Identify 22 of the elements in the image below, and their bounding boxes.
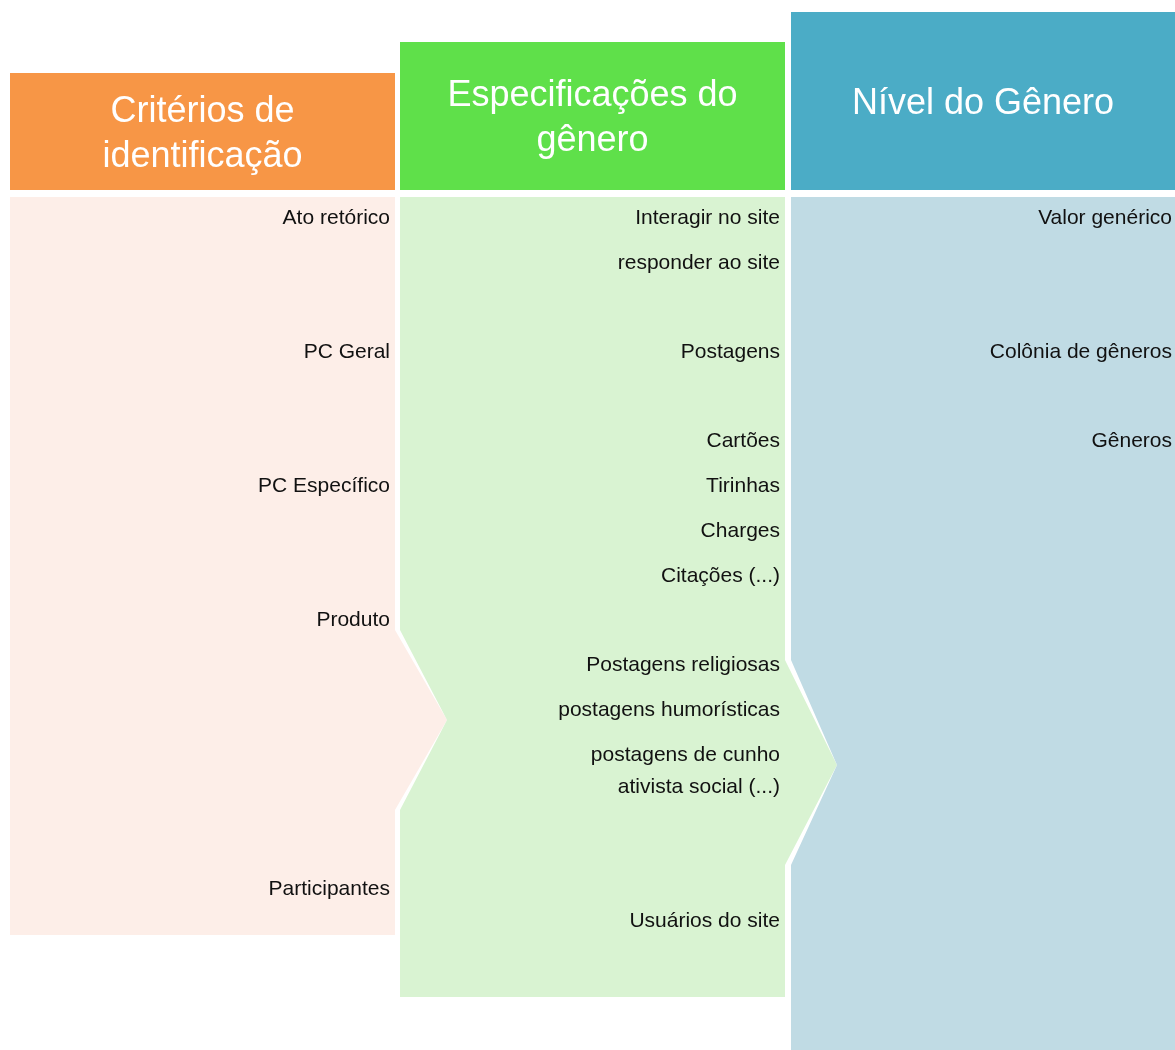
column-header: Critérios de identificação	[10, 73, 395, 190]
list-item: responder ao site	[616, 249, 780, 275]
list-item: Citações (...)	[659, 562, 780, 588]
list-item: Usuários do site	[628, 907, 780, 933]
list-item: Postagens	[679, 338, 780, 364]
list-item: Ato retórico	[281, 204, 390, 230]
list-item: Tirinhas	[705, 472, 780, 498]
list-item: PC Específico	[257, 472, 390, 498]
list-item: Colônia de gêneros	[988, 338, 1172, 364]
column-header: Nível do Gênero	[791, 12, 1175, 190]
list-item: postagens de cunho ativista social (...)	[589, 741, 780, 799]
column-header: Especificações do gênero	[400, 42, 785, 190]
list-item: Postagens religiosas	[585, 651, 780, 677]
list-item: Produto	[315, 606, 390, 632]
list-item: Charges	[699, 517, 780, 543]
list-item: Valor genérico	[1037, 204, 1172, 230]
list-item: Participantes	[267, 875, 390, 901]
list-item: postagens humorísticas	[557, 696, 780, 722]
list-item: Gêneros	[1090, 427, 1172, 453]
list-item: Cartões	[705, 427, 780, 453]
list-item: PC Geral	[302, 338, 390, 364]
list-item: Interagir no site	[634, 204, 780, 230]
